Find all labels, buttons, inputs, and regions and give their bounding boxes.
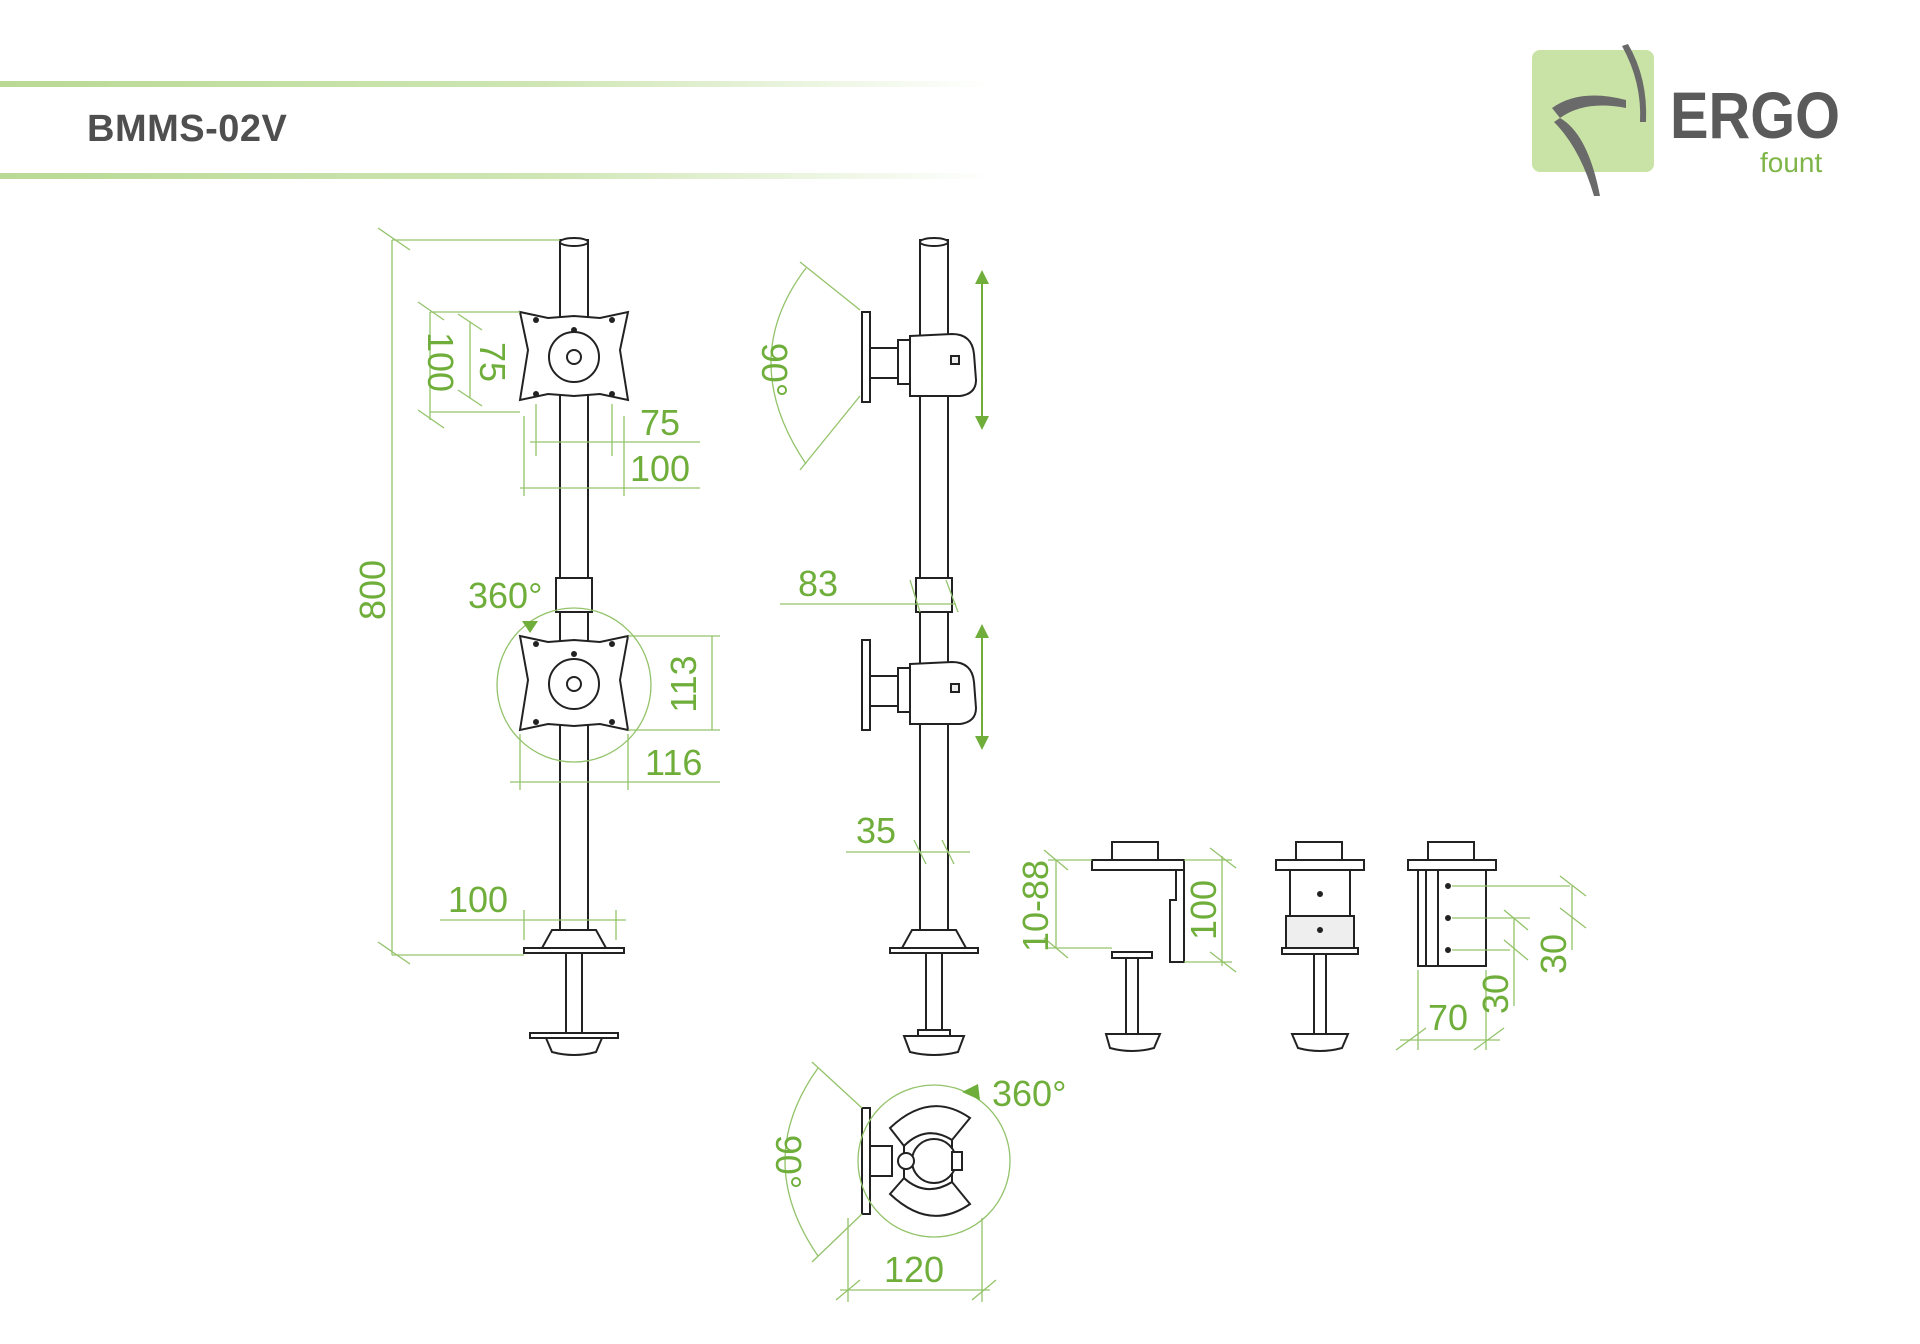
dim-vesa-outer-v: 100 [420,332,461,392]
dim-base-w: 100 [448,879,508,920]
front-pole-cap [559,237,589,247]
logo-sub: fount [1760,147,1822,178]
top-dimension-lines [784,1061,1011,1302]
side-dimension-lines [770,261,970,865]
top-pole-section [911,1138,957,1184]
top-rotation-arrow-icon [962,1084,980,1100]
rotation-arrow-icon [522,621,538,633]
dim-pole-d: 35 [856,810,896,851]
dim-tilt-side: 90° [754,343,795,397]
ergofount-logo: ERGO fount [1532,44,1840,196]
front-clamp-knob [544,1037,604,1056]
logo-badge [1532,50,1654,172]
side-monitor-plate-upper [861,311,871,403]
front-pole-sleeve [555,577,593,613]
side-clamp-lower [909,660,978,725]
ergofount-swoosh-icon [1552,44,1647,196]
dim-vesa-inner-h: 75 [640,402,680,443]
clamp-detail-front [1275,841,1365,1052]
front-base-collar [540,929,608,949]
c-clamp-arm [1169,869,1185,963]
dim-rotation-top: 360° [992,1073,1066,1114]
top-view: 90° 360° 120 [768,1061,1066,1302]
dim-plate-w: 116 [645,742,702,783]
side-monitor-plate-lower [861,639,871,731]
dim-clamp-h: 100 [1183,880,1224,940]
top-monitor-plate [861,1107,871,1215]
dim-tilt-top: 90° [768,1135,809,1189]
height-adjust-arrow-lower [975,624,989,750]
header-rule-bottom [0,173,990,179]
logo-brand: ERGO [1670,78,1840,152]
dim-desk-range: 10-88 [1015,860,1056,952]
header-rule-top [0,81,990,87]
front-clamp-screw [565,952,583,1034]
dim-rotation: 360° [468,575,542,616]
dim-grommet-w: 70 [1428,997,1468,1038]
dim-vesa-outer-h: 100 [630,448,690,489]
front-view: 800 100 75 75 100 360° 113 116 100 [352,227,720,1056]
dim-hole-step-1: 30 [1475,974,1516,1014]
side-view: 90° 83 35 [754,237,989,1056]
dim-vesa-inner-v: 75 [472,342,513,382]
dim-hole-step-2: 30 [1533,934,1574,974]
height-adjust-arrow-upper [975,270,989,430]
front-dimension-lines [377,227,720,965]
model-title: BMMS-02V [87,108,288,150]
clamp-detail-grommet: 70 30 30 [1395,841,1587,1051]
clamp-detail-c-clamp: 10-88 100 [1015,841,1237,1052]
dim-offset: 83 [798,563,838,604]
dim-plate-h: 113 [663,655,704,712]
side-clamp-upper [909,332,978,397]
dim-top-width: 120 [884,1249,944,1290]
dim-height: 800 [352,560,393,620]
